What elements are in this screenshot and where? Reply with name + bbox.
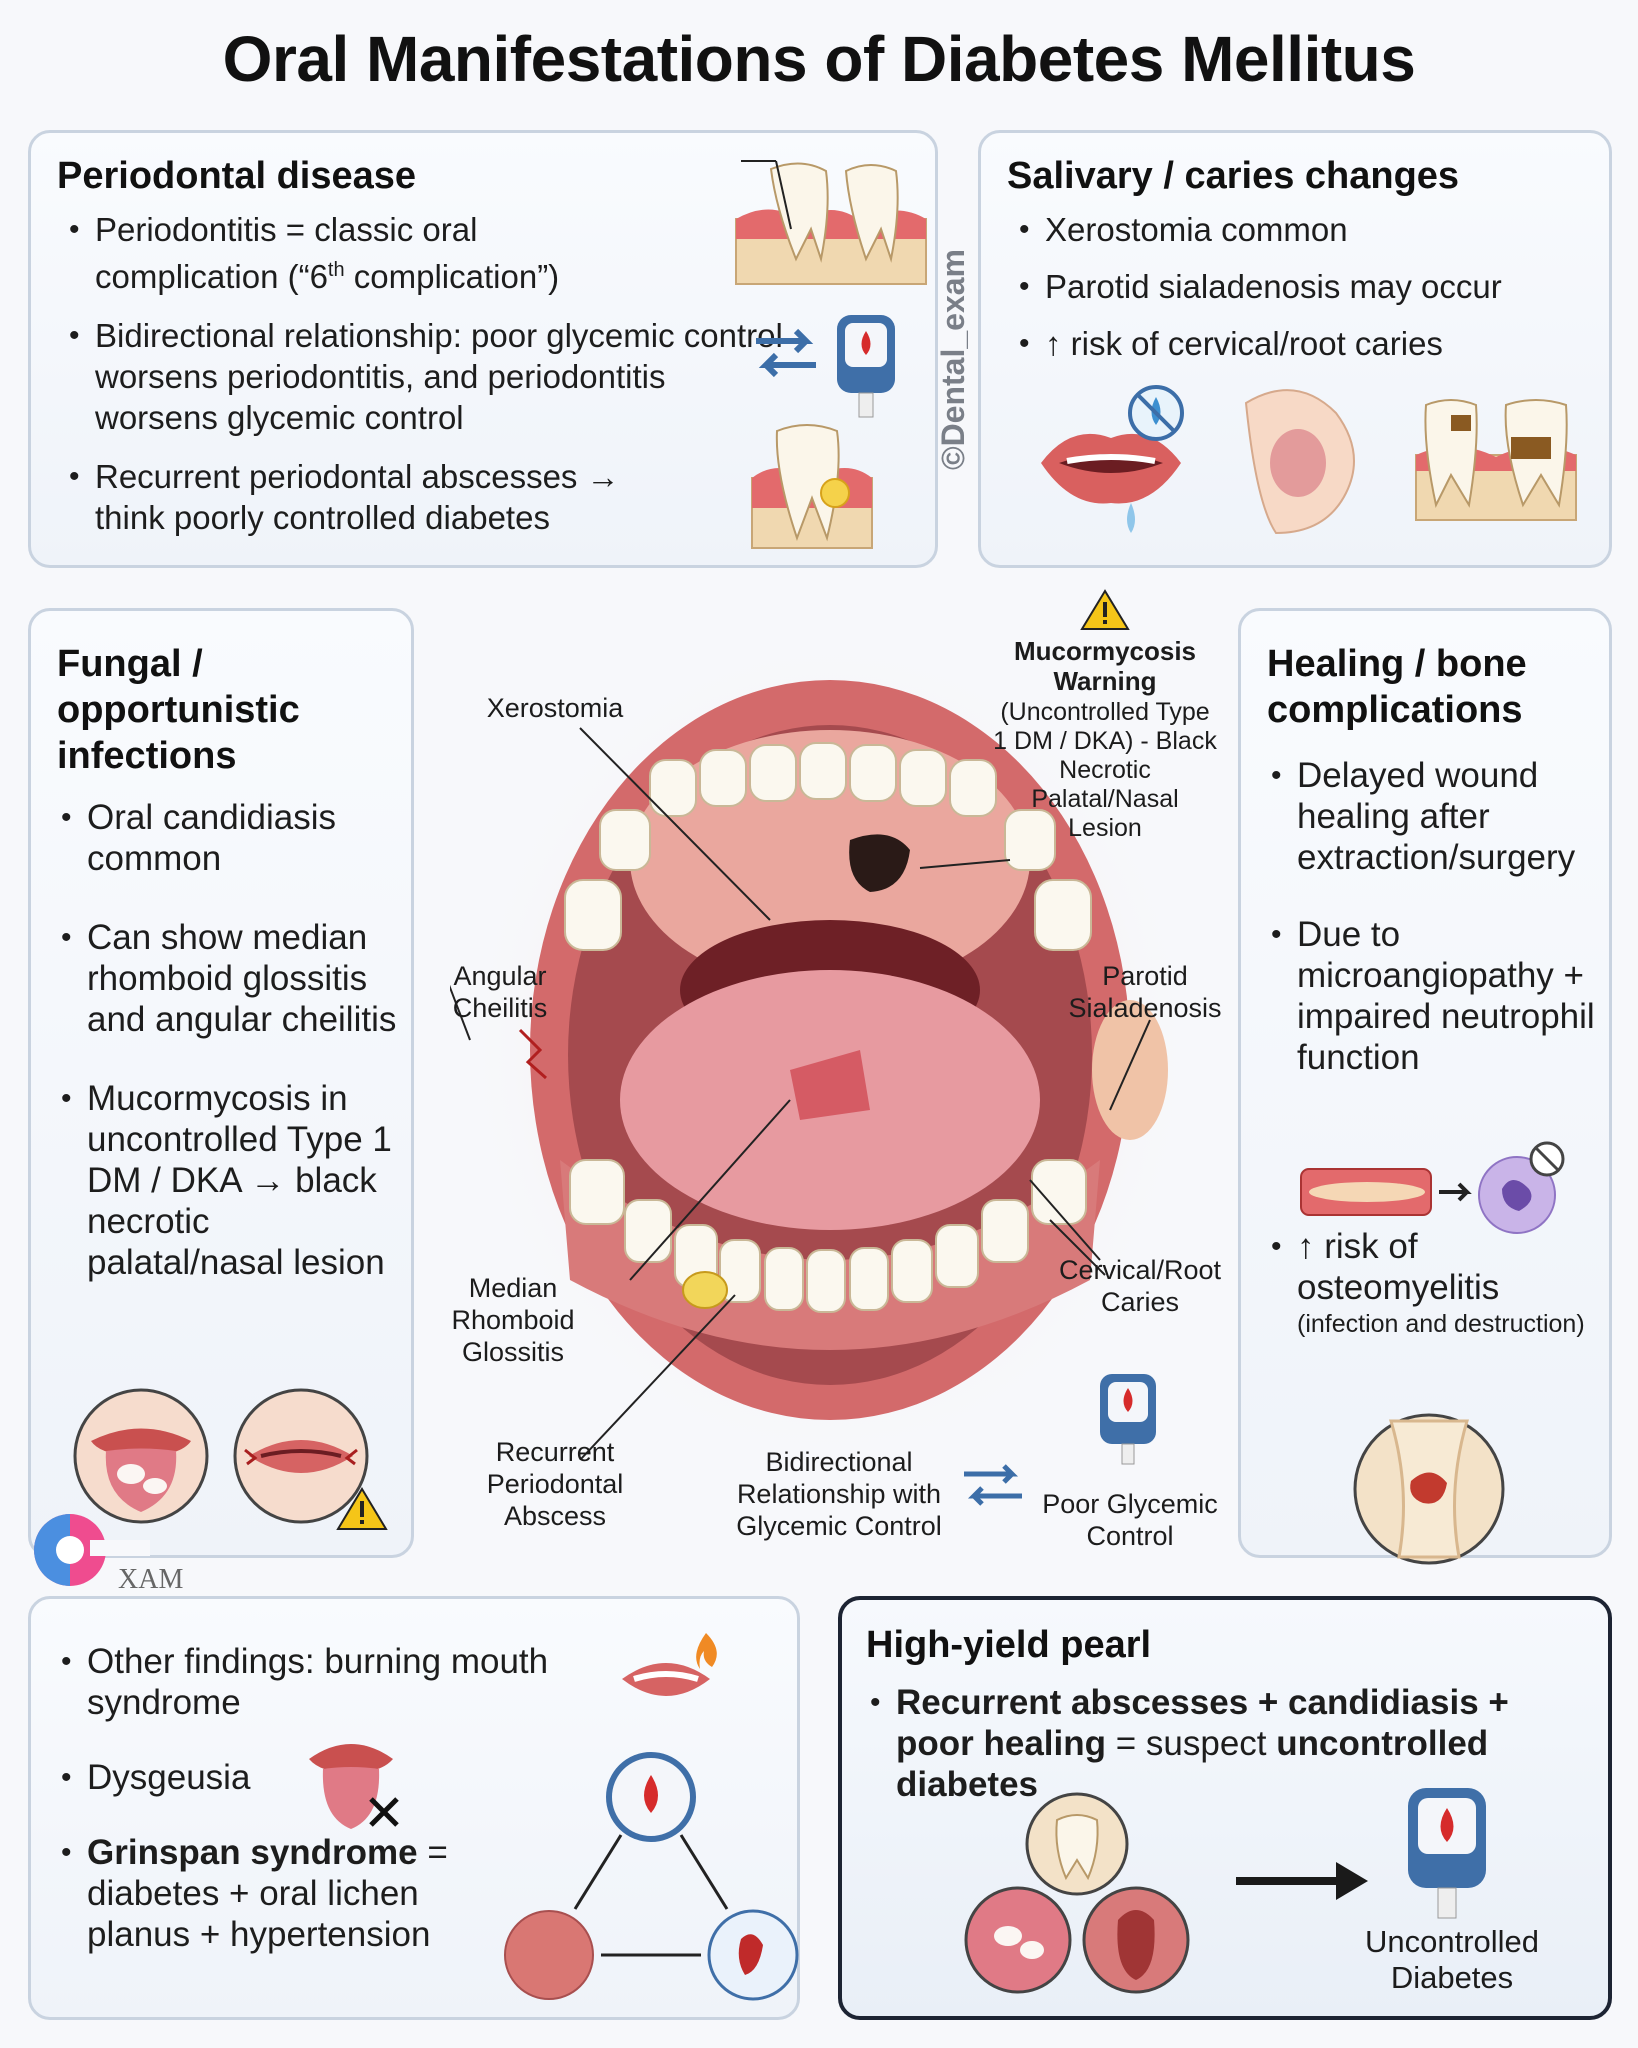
label-angular-cheilitis: Angular Cheilitis <box>452 961 548 1023</box>
open-mouth-illustration <box>450 630 1200 1460</box>
periodontal-item-2: Bidirectional relationship: poor glycemi… <box>65 315 785 438</box>
glucometer-icon <box>837 315 895 418</box>
center-glucometer-icon <box>1100 1374 1156 1465</box>
other-item-1: Other findings: burning mouth syndrome <box>57 1641 577 1723</box>
burning-mouth-icon <box>622 1633 717 1696</box>
fungal-heading: Fungal / opportunistic infections <box>57 643 300 777</box>
pearl-heading: High-yield pearl <box>866 1624 1152 1666</box>
fungal-panel: Fungal / opportunistic infections Oral c… <box>28 608 414 1558</box>
pearl-item: Recurrent abscesses + candidiasis + poor… <box>866 1682 1586 1805</box>
bidirectional-arrows-icon <box>756 328 816 378</box>
watermark-text: ©Dental_exam <box>935 248 971 470</box>
periodontal-panel: Periodontal disease Periodontitis = clas… <box>28 130 938 568</box>
healing-item-3: ↑ risk of osteomyelitis (infection and de… <box>1267 1226 1607 1340</box>
label-cervical-caries: Cervical/Root Caries <box>1058 1255 1222 1317</box>
vessel-neutrophil-icon <box>1300 1141 1565 1234</box>
healing-item-1: Delayed wound healing after extraction/s… <box>1267 755 1607 878</box>
fungal-item-1: Oral candidiasis common <box>57 797 407 879</box>
bidirectional-center-arrows-icon <box>964 1464 1022 1506</box>
periodontal-item-3: Recurrent periodontal abscesses → think … <box>65 456 685 538</box>
mucormycosis-warning-icon <box>1080 589 1130 630</box>
pearl-bold-1: Recurrent abscesses + candidiasis + poor… <box>896 1683 1509 1763</box>
parotid-face-illustration <box>1244 389 1355 535</box>
other-item-2: Dysgeusia <box>57 1757 617 1798</box>
brand-logo-icon <box>34 1514 150 1586</box>
fungal-item-3: Mucormycosis in uncontrolled Type 1 DM /… <box>57 1078 407 1283</box>
label-median-rhomboid: Median Rhomboid Glossitis <box>451 1273 575 1367</box>
warning-icon <box>336 1487 388 1530</box>
periodontal-item-1-sup: th <box>327 259 345 281</box>
pearl-result-label: Uncontrolled Diabetes <box>1364 1924 1540 1995</box>
high-yield-pearl-panel: High-yield pearl Recurrent abscesses + c… <box>838 1596 1612 2020</box>
candidiasis-tongue-illustration <box>73 1388 209 1524</box>
pearl-mid: = suspect <box>1106 1724 1277 1763</box>
other-findings-panel: Other findings: burning mouth syndrome D… <box>28 1596 800 2020</box>
other-item-3: Grinspan syndrome = diabetes + oral lich… <box>57 1832 477 1955</box>
periodontal-item-1: Periodontitis = classic oral complicatio… <box>65 209 645 297</box>
periodontal-list: Periodontitis = classic oral complicatio… <box>65 209 785 538</box>
fungal-item-2: Can show median rhomboid glossitis and a… <box>57 917 407 1040</box>
healing-heading: Healing / bone complications <box>1267 643 1527 731</box>
other-findings-list: Other findings: burning mouth syndrome D… <box>57 1641 617 1955</box>
periodontal-abscess-illustration <box>751 424 873 549</box>
root-caries-illustration <box>1415 399 1577 521</box>
grinspan-term: Grinspan syndrome <box>87 1833 418 1872</box>
label-periodontal-abscess: Recurrent Periodontal Abscess <box>486 1437 624 1531</box>
periodontal-heading: Periodontal disease <box>57 155 417 197</box>
healing-item-3-text: ↑ risk of osteomyelitis <box>1297 1227 1500 1307</box>
page-title: Oral Manifestations of Diabetes Mellitus <box>222 23 1416 95</box>
healing-item-2: Due to microangiopathy + impaired neutro… <box>1267 914 1607 1078</box>
label-parotid-sialadenosis: Parotid Sialadenosis <box>1068 961 1222 1023</box>
salivary-list: Xerostomia common Parotid sialadenosis m… <box>1015 209 1595 364</box>
pearl-findings-illustration <box>964 1792 1190 1994</box>
pearl-bold-2: uncontrolled diabetes <box>896 1724 1489 1804</box>
healing-list: Delayed wound healing after extraction/s… <box>1267 755 1607 1340</box>
osteomyelitis-bone-illustration <box>1353 1413 1505 1565</box>
pearl-list: Recurrent abscesses + candidiasis + poor… <box>866 1682 1586 1805</box>
pearl-arrow-icon <box>1236 1862 1368 1900</box>
healing-panel: Healing / bone complications Delayed wou… <box>1238 608 1612 1565</box>
fungal-list: Oral candidiasis common Can show median … <box>57 797 407 1283</box>
brand-text: XAM <box>118 1564 184 1595</box>
salivary-item-1: Xerostomia common <box>1015 209 1595 250</box>
salivary-item-3: ↑ risk of cervical/root caries <box>1015 323 1595 364</box>
label-mucormycosis-body: (Uncontrolled Type 1 DM / DKA) - Black N… <box>993 698 1217 842</box>
label-mucormycosis-title: Mucormycosis Warning <box>1013 636 1197 696</box>
periodontal-item-1-tail: complication”) <box>344 258 560 295</box>
label-poor-glycemic: Poor Glycemic Control <box>1042 1489 1218 1551</box>
salivary-item-2: Parotid sialadenosis may occur <box>1015 266 1595 307</box>
dry-mouth-illustration <box>1041 385 1184 533</box>
label-xerostomia: Xerostomia <box>486 693 624 723</box>
label-bidirectional: Bidirectional Relationship with Glycemic… <box>736 1447 942 1541</box>
dysgeusia-tongue-icon <box>309 1744 399 1829</box>
periodontal-item-1-text: Periodontitis = classic oral complicatio… <box>95 211 478 295</box>
angular-cheilitis-illustration <box>233 1388 369 1524</box>
pearl-glucometer-icon <box>1408 1788 1486 1919</box>
grinspan-definition: = diabetes + oral lichen planus + hypert… <box>87 1833 448 1954</box>
salivary-heading: Salivary / caries changes <box>1007 155 1460 197</box>
periodontitis-tooth-illustration <box>735 160 927 285</box>
healing-item-3-note: (infection and destruction) <box>1297 1310 1585 1338</box>
grinspan-triad-diagram <box>504 1752 799 2001</box>
salivary-panel: Salivary / caries changes Xerostomia com… <box>978 130 1612 568</box>
